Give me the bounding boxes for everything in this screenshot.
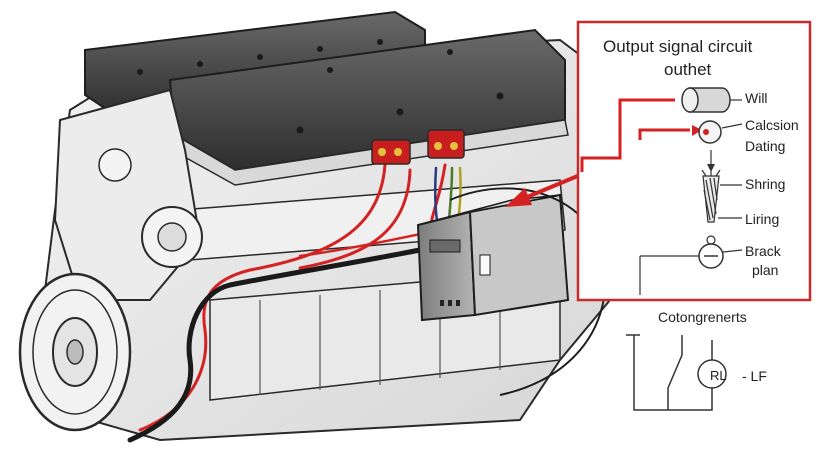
callout-arrow xyxy=(505,173,581,207)
schematic-wires xyxy=(580,98,690,172)
relay-schematic xyxy=(626,334,727,411)
ground-symbol-icon xyxy=(639,235,743,295)
crankshaft-pulley xyxy=(18,272,132,432)
arrow-to-calcsion-icon xyxy=(692,125,702,136)
cylinder-icon xyxy=(681,87,731,113)
timing-cover xyxy=(53,88,203,301)
spring-icon xyxy=(701,169,721,223)
output-module xyxy=(416,193,570,322)
label-brack: Brack xyxy=(745,243,781,259)
schematic-title-line1: Output signal circuit xyxy=(603,37,753,56)
label-will: Will xyxy=(745,90,768,106)
label-shring: Shring xyxy=(745,176,786,192)
label-liring: Liring xyxy=(745,211,780,227)
label-calcsion: Calcsion xyxy=(745,117,799,133)
plug-icon xyxy=(698,120,722,144)
label-plan: plan xyxy=(752,262,779,278)
schematic-panel xyxy=(576,20,812,302)
label-dating: Dating xyxy=(745,138,786,154)
spark-plug-connectors xyxy=(371,129,465,165)
label-components: Cotongrenerts xyxy=(658,309,747,325)
schematic-title-line2: outhet xyxy=(664,60,712,79)
down-arrow-icon xyxy=(707,164,715,172)
label-rl: RL xyxy=(710,368,727,383)
label-lf: - LF xyxy=(742,368,767,384)
